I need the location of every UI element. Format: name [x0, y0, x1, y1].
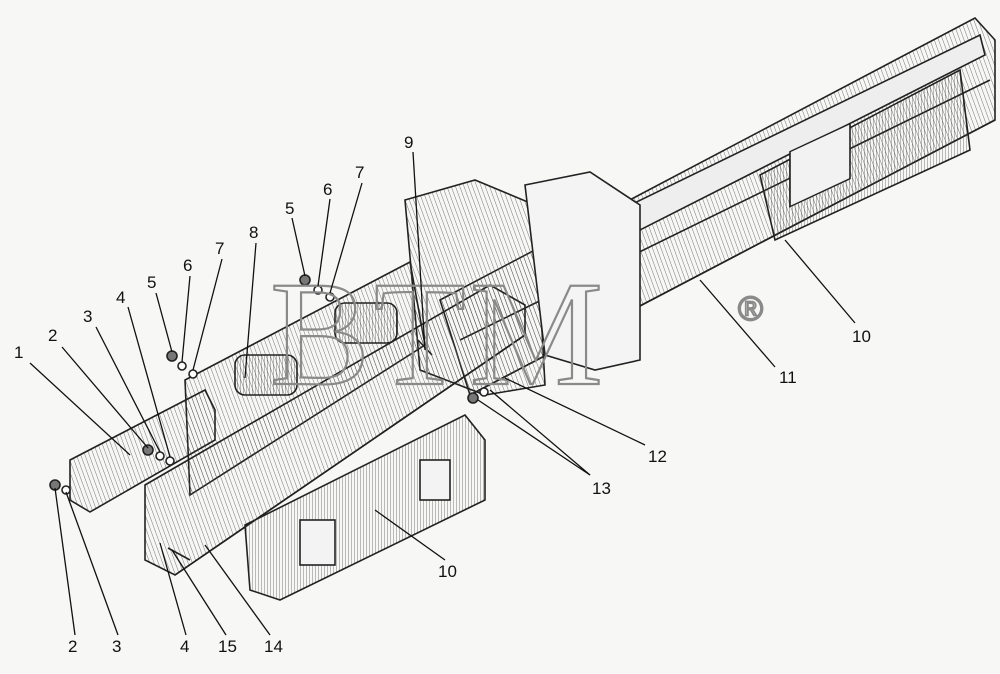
callout-9: 9	[404, 133, 413, 152]
far-tail-lamp	[759, 68, 971, 242]
watermark-registered-mark: ®	[738, 290, 763, 328]
callout-14: 14	[264, 637, 283, 656]
callout-labels: 1 2 3 4 5 6 7 8 5 6 7 9 10 11 12 13 10 2…	[14, 133, 871, 656]
callout-13: 13	[592, 479, 611, 498]
callout-7-left: 7	[215, 239, 224, 258]
callout-15: 15	[218, 637, 237, 656]
callout-4-top: 4	[116, 288, 125, 307]
front-tail-lamp	[244, 413, 486, 601]
callout-6-right: 6	[323, 180, 332, 199]
leader-lines	[29, 151, 856, 636]
watermark-text: BTM	[270, 251, 607, 417]
lower-channel	[144, 284, 526, 576]
callout-5-right: 5	[285, 199, 294, 218]
callout-2-top: 2	[48, 326, 57, 345]
fasteners	[49, 274, 489, 561]
callout-7-right: 7	[355, 163, 364, 182]
callout-1: 1	[14, 343, 23, 362]
callout-5-left: 5	[147, 273, 156, 292]
callout-6-left: 6	[183, 256, 192, 275]
callout-8: 8	[249, 223, 258, 242]
callout-2-bottom: 2	[68, 637, 77, 656]
callout-12: 12	[648, 447, 667, 466]
callout-4-bottom: 4	[180, 637, 189, 656]
callout-10-bottom: 10	[438, 562, 457, 581]
callout-3-bottom: 3	[112, 637, 121, 656]
callout-10-right: 10	[852, 327, 871, 346]
callout-3-top: 3	[83, 307, 92, 326]
callout-11: 11	[779, 368, 797, 387]
